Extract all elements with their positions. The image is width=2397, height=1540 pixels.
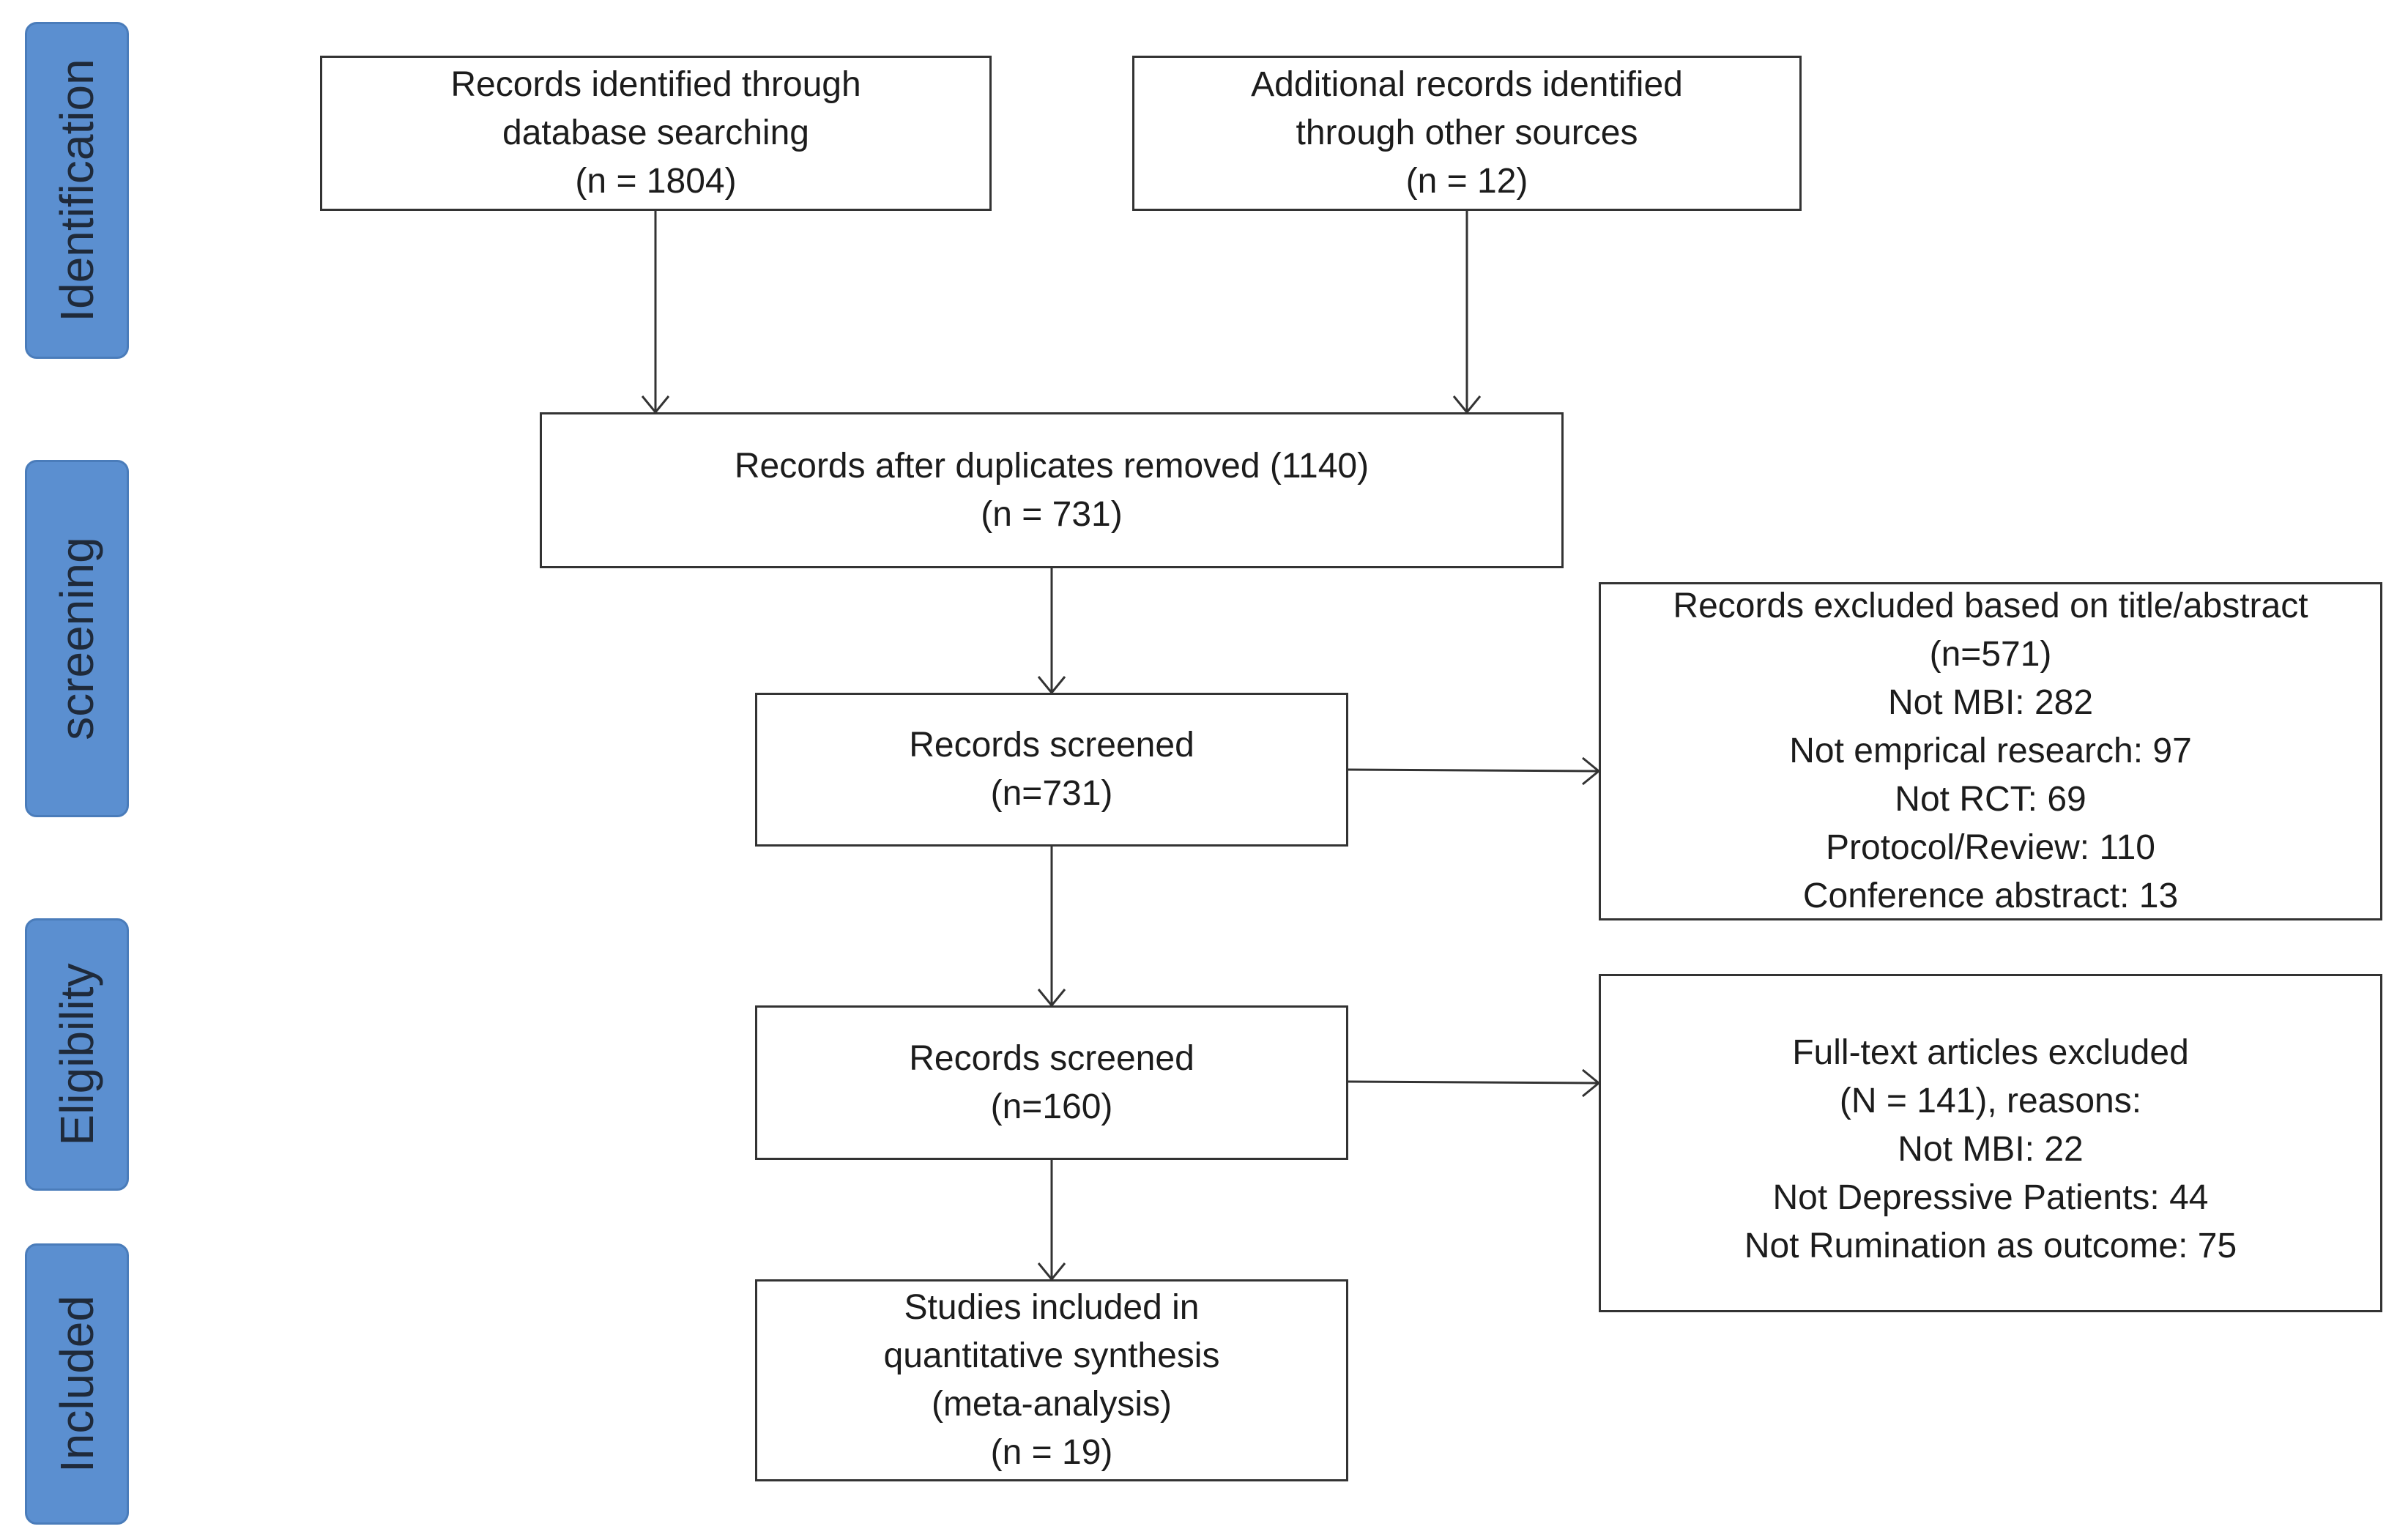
box-line: (N = 141), reasons:	[1839, 1082, 2142, 1120]
box-line: (n = 12)	[1405, 162, 1528, 201]
box-line: Conference abstract: 13	[1802, 877, 2179, 915]
box-line: Additional records identified	[1251, 65, 1683, 104]
box-line: Full-text articles excluded	[1792, 1033, 2189, 1072]
box-line: Not emprical research: 97	[1789, 732, 2192, 770]
box-excluded-title-abstract: Records excluded based on title/abstract…	[1599, 582, 2382, 920]
box-records-screened: Records screened (n=731)	[755, 693, 1348, 847]
arrow-screened-to-excluded	[1348, 768, 1599, 773]
stage-tab-included: Included	[25, 1243, 129, 1525]
box-line: (meta-analysis)	[931, 1385, 1173, 1424]
box-line: (n = 19)	[990, 1433, 1113, 1472]
box-eligibility-screened: Records screened (n=160)	[755, 1005, 1348, 1160]
stage-tab-eligibility: Eligibility	[25, 918, 129, 1191]
box-line: (n=160)	[990, 1087, 1113, 1126]
box-line: Records excluded based on title/abstract	[1673, 587, 2308, 625]
box-line: Records screened	[909, 1038, 1194, 1078]
box-line: database searching	[502, 114, 809, 152]
box-line: Not Rumination as outcome: 75	[1744, 1227, 2237, 1265]
box-line: (n = 1804)	[575, 162, 737, 201]
box-line: Records after duplicates removed (1140)	[734, 446, 1370, 486]
box-line: quantitative synthesis	[883, 1336, 1220, 1375]
box-other-sources: Additional records identified through ot…	[1132, 56, 1802, 211]
box-database-records: Records identified through database sear…	[320, 56, 992, 211]
box-duplicates-removed: Records after duplicates removed (1140) …	[540, 412, 1564, 568]
box-line: (n=571)	[1929, 635, 2052, 674]
stage-tab-identification: Identification	[25, 22, 129, 359]
box-line: Records identified through	[450, 65, 861, 104]
box-line: Not RCT: 69	[1895, 780, 2086, 819]
box-fulltext-excluded: Full-text articles excluded (N = 141), r…	[1599, 974, 2382, 1312]
box-line: Protocol/Review: 110	[1826, 828, 2155, 867]
box-line: Not Depressive Patients: 44	[1772, 1178, 2209, 1217]
box-line: Records screened	[909, 726, 1194, 765]
box-line: Not MBI: 22	[1898, 1130, 2084, 1169]
box-line: (n=731)	[990, 774, 1113, 813]
box-line: (n = 731)	[981, 494, 1123, 534]
box-line: Studies included in	[904, 1288, 1200, 1327]
arrow-eligibility-to-fulltext	[1348, 1080, 1599, 1085]
box-line: Not MBI: 282	[1887, 683, 2094, 722]
box-studies-included: Studies included in quantitative synthes…	[755, 1279, 1348, 1481]
stage-tab-screening: screening	[25, 460, 129, 817]
box-line: through other sources	[1296, 114, 1638, 152]
